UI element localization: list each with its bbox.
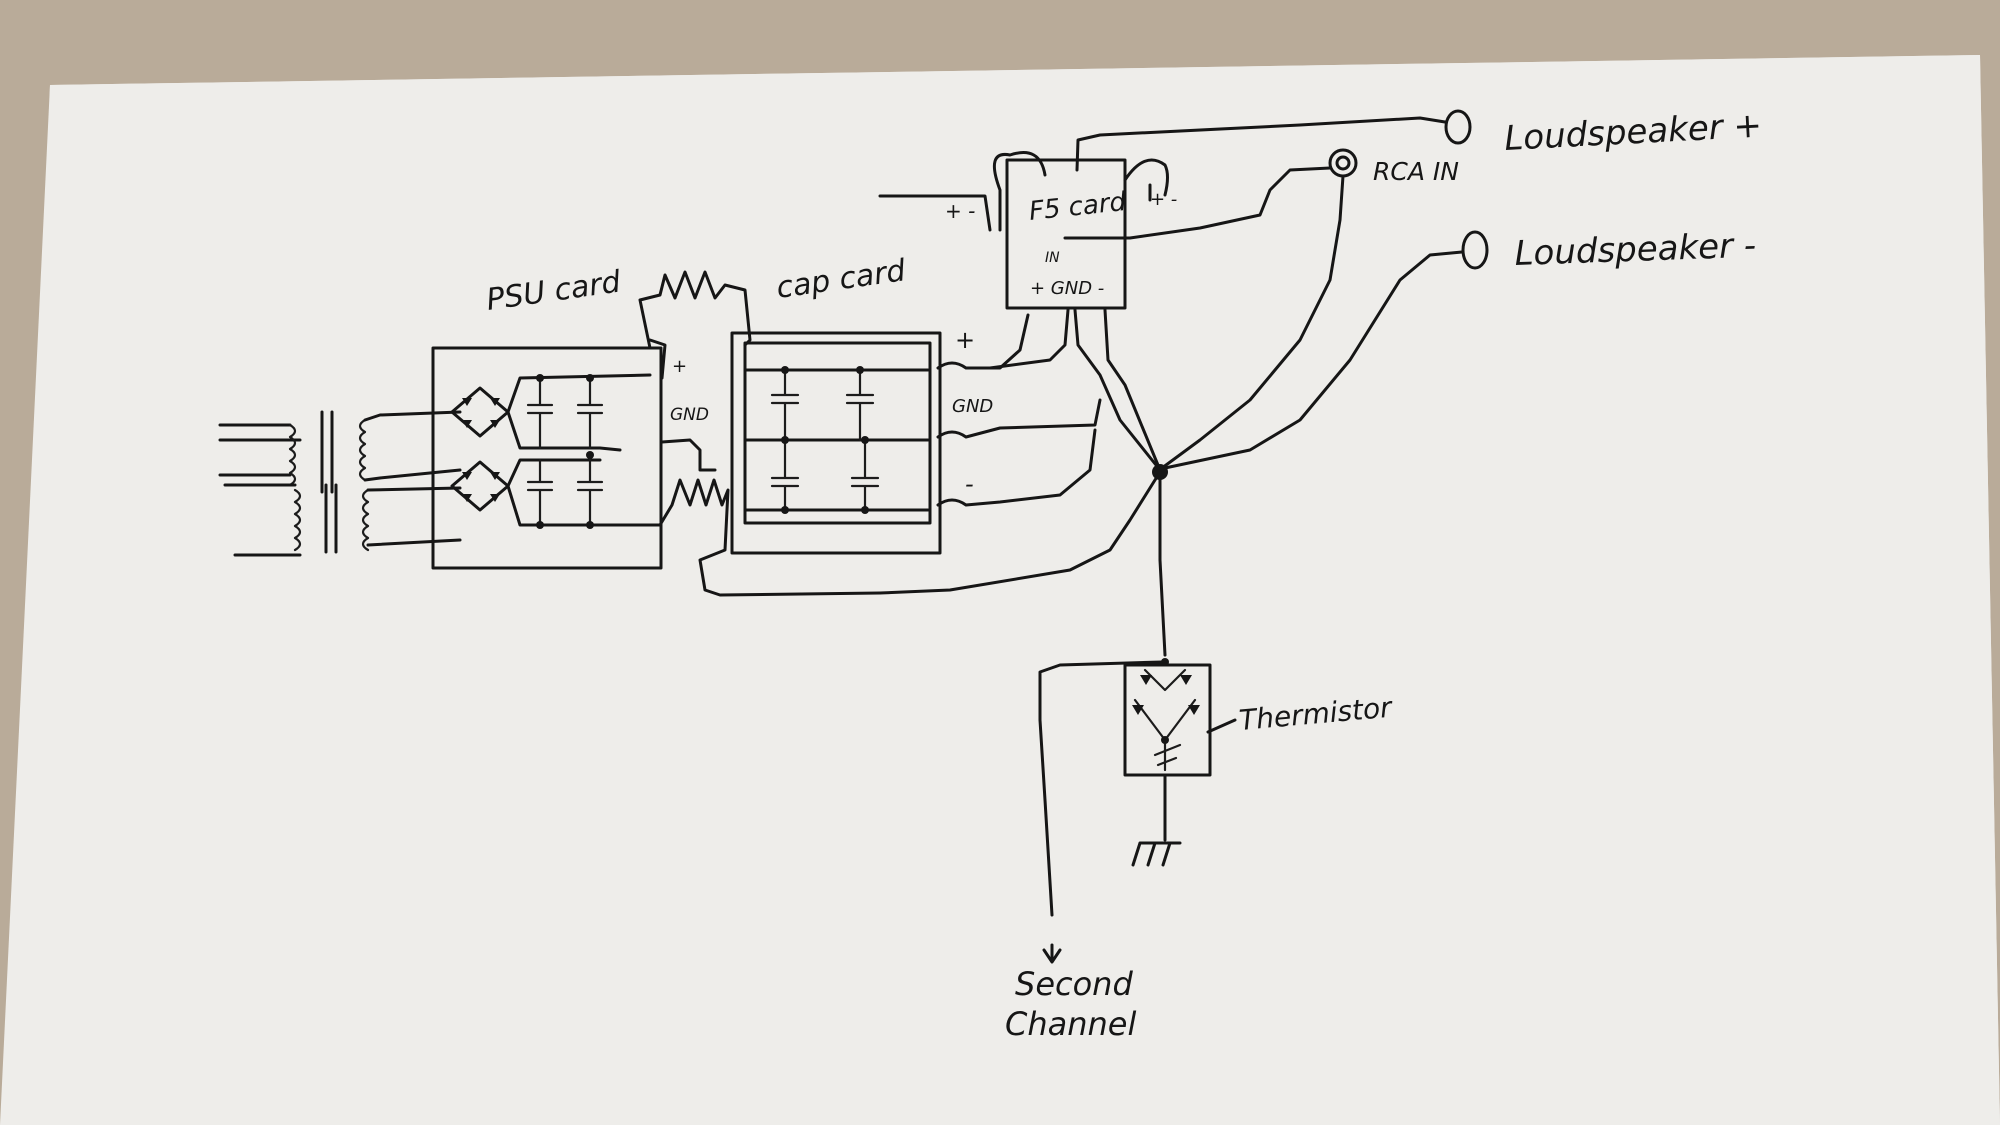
resistor-top (638, 270, 752, 350)
loudspeaker-minus-label: Loudspeaker - (1514, 226, 1757, 274)
transformer-2 (223, 483, 462, 557)
earth-ground-symbol (1131, 773, 1182, 867)
second-channel-wire (1038, 660, 1164, 917)
cap-minus-label: - (965, 470, 974, 498)
f5-right-pm-label: + - (1150, 189, 1177, 210)
second-channel-label-line2: Channel (1005, 1005, 1136, 1043)
cap-gnd-label: GND (952, 396, 993, 417)
bridge-rectifier-2 (450, 460, 510, 512)
resistor-bottom (658, 478, 882, 597)
f5-in-label: IN (1045, 250, 1060, 266)
loudspeaker-plus-terminal[interactable] (1444, 109, 1472, 145)
thermistor-block (1123, 658, 1212, 777)
loudspeaker-minus-terminal[interactable] (1461, 230, 1489, 270)
bridge-rectifier-1 (450, 386, 510, 438)
cap-card (730, 331, 942, 555)
psu-card (431, 346, 663, 570)
second-channel-label-line1: Second (1015, 965, 1133, 1003)
f5-power-label: + GND - (1030, 278, 1104, 299)
cap-plus-label: + (955, 326, 975, 354)
f5-left-pm-label: + - (945, 199, 975, 223)
psu-plus-label: + (672, 356, 687, 377)
rca-in-label: RCA IN (1373, 157, 1459, 186)
f5-card (878, 116, 1447, 310)
psu-gnd-label: GND (670, 405, 709, 425)
